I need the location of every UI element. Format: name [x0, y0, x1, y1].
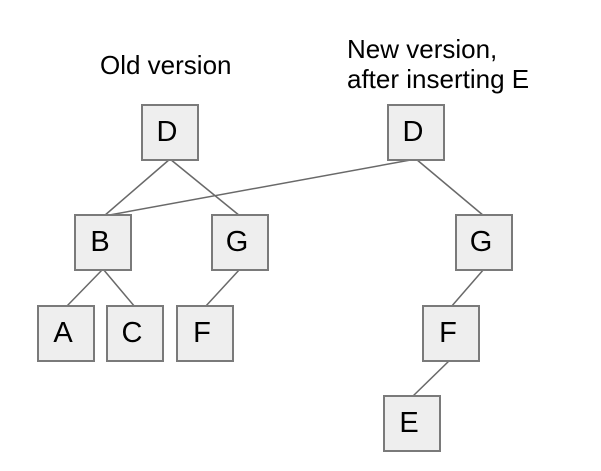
node-old-d: D: [141, 104, 199, 161]
node-old-b: B: [74, 214, 132, 271]
node-new-e-label: E: [399, 407, 419, 439]
edge-new-d-to-new-g: [415, 158, 485, 217]
node-old-b-label: B: [90, 226, 110, 258]
edge-old-d-to-old-g: [169, 158, 241, 217]
node-new-f: F: [422, 305, 480, 362]
node-old-f-label: F: [193, 317, 211, 349]
edge-new-f-to-new-e: [411, 358, 452, 398]
node-new-e: E: [383, 395, 441, 452]
node-new-f-label: F: [439, 317, 457, 349]
node-new-g: G: [455, 214, 513, 271]
edge-new-g-to-new-f: [450, 268, 485, 308]
edge-old-g-to-old-f: [204, 268, 241, 308]
node-old-f: F: [176, 305, 234, 362]
node-old-d-label: D: [156, 116, 178, 148]
new-version-title-line2: after inserting E: [347, 64, 530, 94]
node-old-g: G: [211, 214, 269, 271]
edge-old-b-to-old-a: [65, 268, 104, 308]
node-new-d-label: D: [402, 116, 424, 148]
new-version-title-line1: New version,: [347, 34, 498, 64]
node-new-d: D: [387, 104, 445, 161]
node-old-a-label: A: [53, 317, 73, 349]
node-old-g-label: G: [225, 226, 249, 258]
node-old-a: A: [37, 305, 95, 362]
edge-old-d-to-old-b: [103, 158, 171, 217]
node-old-c: C: [106, 305, 164, 362]
old-version-title: Old version: [100, 50, 232, 80]
edge-new-d-to-old-b: [103, 158, 417, 217]
node-old-c-label: C: [121, 317, 143, 349]
new-version-title: New version, after inserting E: [347, 34, 529, 94]
node-new-g-label: G: [469, 226, 493, 258]
edge-old-b-to-old-c: [102, 268, 136, 308]
